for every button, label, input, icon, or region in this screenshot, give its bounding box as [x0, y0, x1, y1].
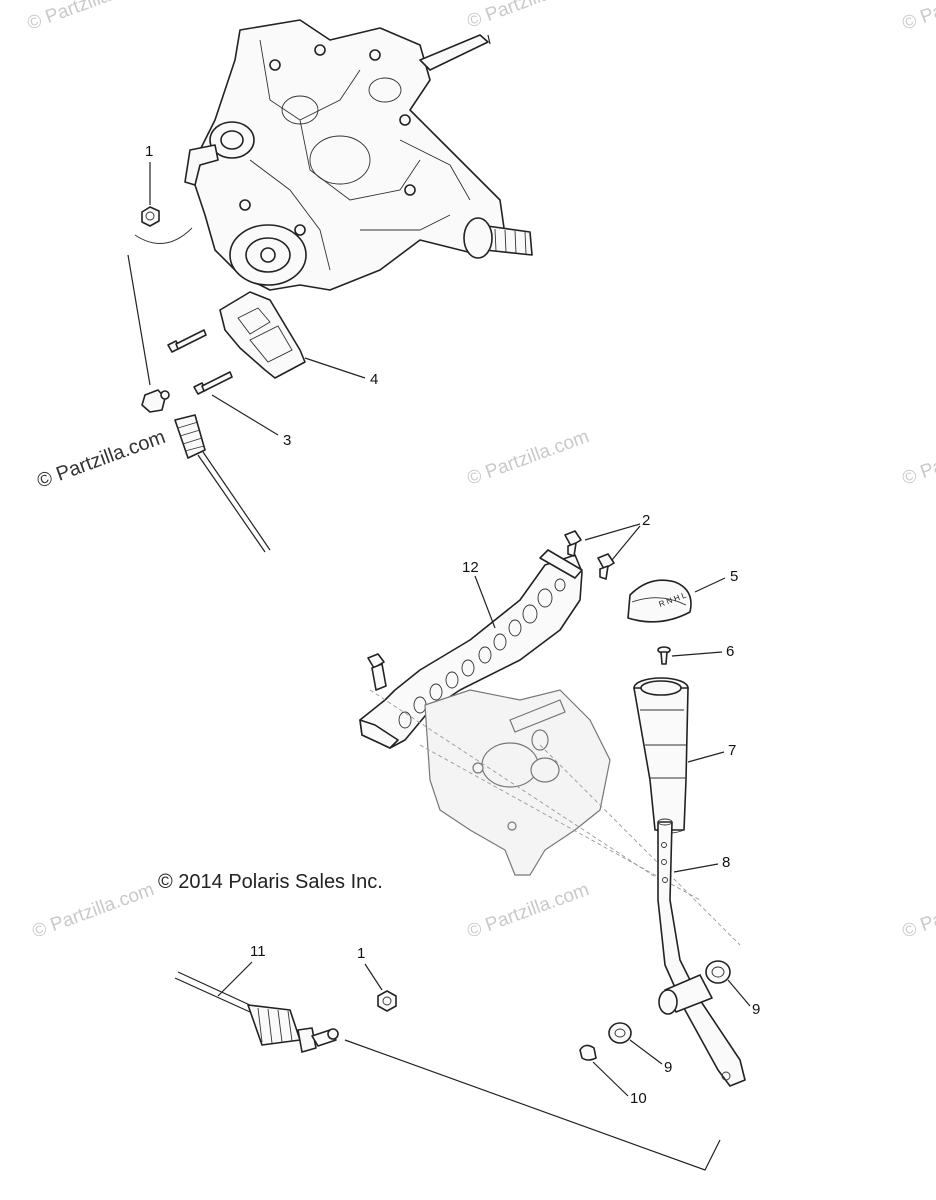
callout-1-upper: 1 [145, 143, 153, 160]
leader-11 [217, 961, 253, 997]
leader-7 [687, 751, 725, 763]
bracket-upper [219, 291, 306, 379]
watermark-top-right: © Partzilla.com [900, 0, 936, 35]
nut-upper [134, 206, 193, 244]
console-panel [424, 689, 611, 876]
bushing-a [705, 960, 731, 984]
shift-knob-cap: R N H L [627, 579, 692, 623]
watermark-top-left: © Partzilla.com [25, 0, 152, 35]
callout-10: 10 [630, 1090, 647, 1107]
bushing-b [608, 1022, 632, 1044]
callout-1-lower: 1 [357, 945, 365, 962]
leader-10 [592, 1061, 629, 1097]
mounting-bracket [359, 549, 583, 749]
nut-lower [377, 990, 397, 1012]
leader-4 [304, 357, 366, 379]
shift-lever [657, 818, 746, 1087]
guide-2 [419, 744, 701, 901]
watermark-top-mid: © Partzilla.com [465, 0, 592, 33]
watermark-mid-right: © Partzilla.com [900, 426, 936, 490]
shift-boot [633, 677, 689, 834]
callout-9b: 9 [664, 1059, 672, 1076]
callout-6: 6 [726, 643, 734, 660]
clip [579, 1044, 597, 1061]
watermark-low-center: © Partzilla.com [465, 879, 592, 943]
leader-2a [584, 523, 641, 541]
leader-3 [211, 394, 279, 436]
shift-cable-lower [174, 971, 339, 1053]
leader-2b [611, 525, 641, 561]
screw-knob [657, 646, 671, 665]
guide-3 [539, 744, 741, 946]
callout-9a: 9 [752, 1001, 760, 1018]
screws-bracket [564, 530, 615, 580]
callout-11: 11 [250, 943, 266, 960]
leader-8 [673, 863, 719, 873]
guide-1 [369, 689, 661, 881]
shift-cable-upper [127, 254, 271, 553]
assembly-line-bottom [344, 1039, 721, 1171]
watermark-mid-center: © Partzilla.com [465, 426, 592, 490]
watermark-left-dark: © Partzilla.com [34, 426, 168, 493]
callout-2: 2 [642, 512, 650, 529]
bolts-upper [167, 329, 233, 395]
callout-8: 8 [722, 854, 730, 871]
copyright-text: © 2014 Polaris Sales Inc. [158, 871, 383, 893]
callout-5: 5 [730, 568, 738, 585]
callout-12: 12 [462, 559, 479, 576]
leader-5 [694, 577, 726, 593]
callout-7: 7 [728, 742, 736, 759]
leader-6 [671, 651, 723, 657]
leader-9b [629, 1039, 663, 1065]
watermark-low-right: © Partzilla.com [900, 879, 936, 943]
transmission-drawing [184, 19, 533, 291]
leader-9a [727, 979, 751, 1007]
leader-12 [474, 575, 496, 629]
watermark-low-left: © Partzilla.com [30, 879, 157, 943]
callout-4: 4 [370, 371, 378, 388]
callout-3: 3 [283, 432, 291, 449]
leader-1-lower [364, 963, 383, 991]
